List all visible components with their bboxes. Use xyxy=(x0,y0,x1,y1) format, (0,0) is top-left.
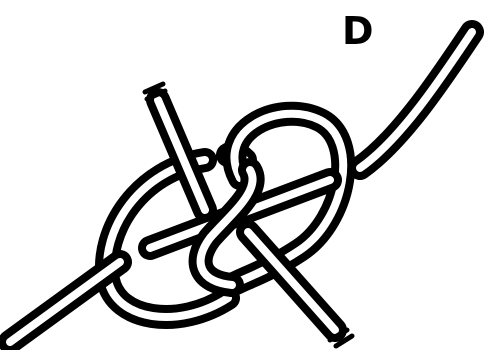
figure-label: D xyxy=(342,12,374,50)
